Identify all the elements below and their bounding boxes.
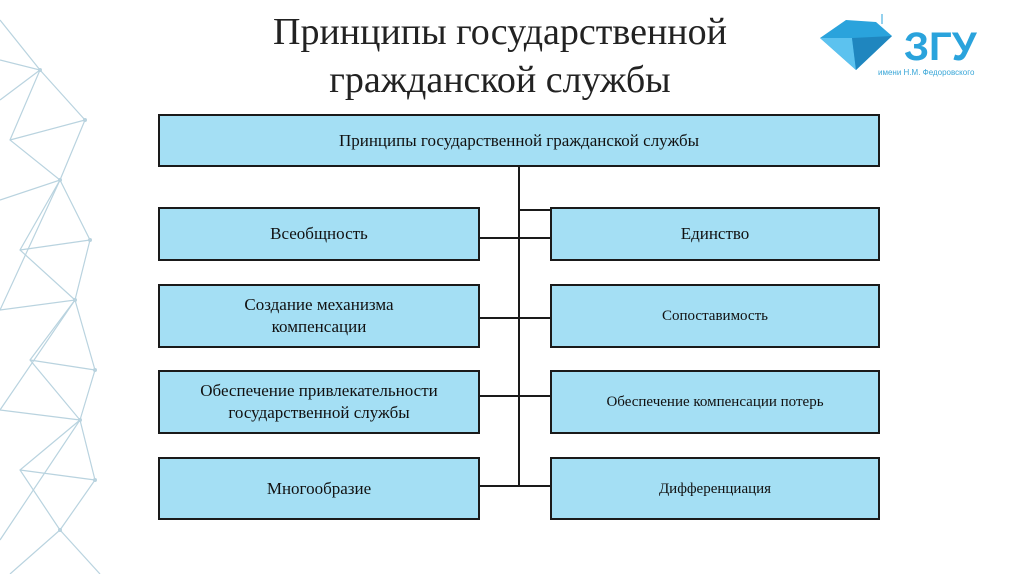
principle-box-right-2: Сопоставимость [550, 284, 880, 348]
title-line-1: Принципы государственной [273, 11, 727, 53]
principle-label: Единство [680, 224, 750, 243]
principle-label: Сопоставимость [662, 308, 768, 324]
principle-box-right-4: Дифференциация [550, 457, 880, 520]
principle-label: Создание механизма компенсации [244, 295, 394, 336]
principle-box-left-4: Многообразие [158, 457, 480, 520]
principle-label: Дифференциация [658, 480, 772, 497]
principle-label: Обеспечение привлекательности государств… [200, 381, 438, 422]
principle-label: Обеспечение компенсации потерь [606, 394, 824, 410]
principle-box-left-3: Обеспечение привлекательности государств… [158, 370, 480, 434]
page-title: Принципы государственной гражданской слу… [200, 8, 800, 104]
principle-box-right-1: Единство [550, 207, 880, 261]
logo-subtitle: имени Н.М. Федоровского [878, 68, 975, 77]
background-geometric-lines [0, 19, 101, 574]
principle-label: Многообразие [266, 478, 372, 498]
principle-box-right-3: Обеспечение компенсации потерь [550, 370, 880, 434]
principle-box-left-2: Создание механизма компенсации [158, 284, 480, 348]
title-line-2: гражданской службы [329, 59, 671, 101]
principle-label: Всеобщность [270, 224, 368, 243]
root-label: Принципы государственной гражданской слу… [338, 130, 700, 150]
root-principles-box: Принципы государственной гражданской слу… [158, 114, 880, 167]
principle-box-left-1: Всеобщность [158, 207, 480, 261]
logo-text: ЗГУ [904, 25, 978, 69]
university-logo: ЗГУ [812, 8, 992, 88]
diamond-logo-icon: ЗГУ [820, 14, 978, 70]
